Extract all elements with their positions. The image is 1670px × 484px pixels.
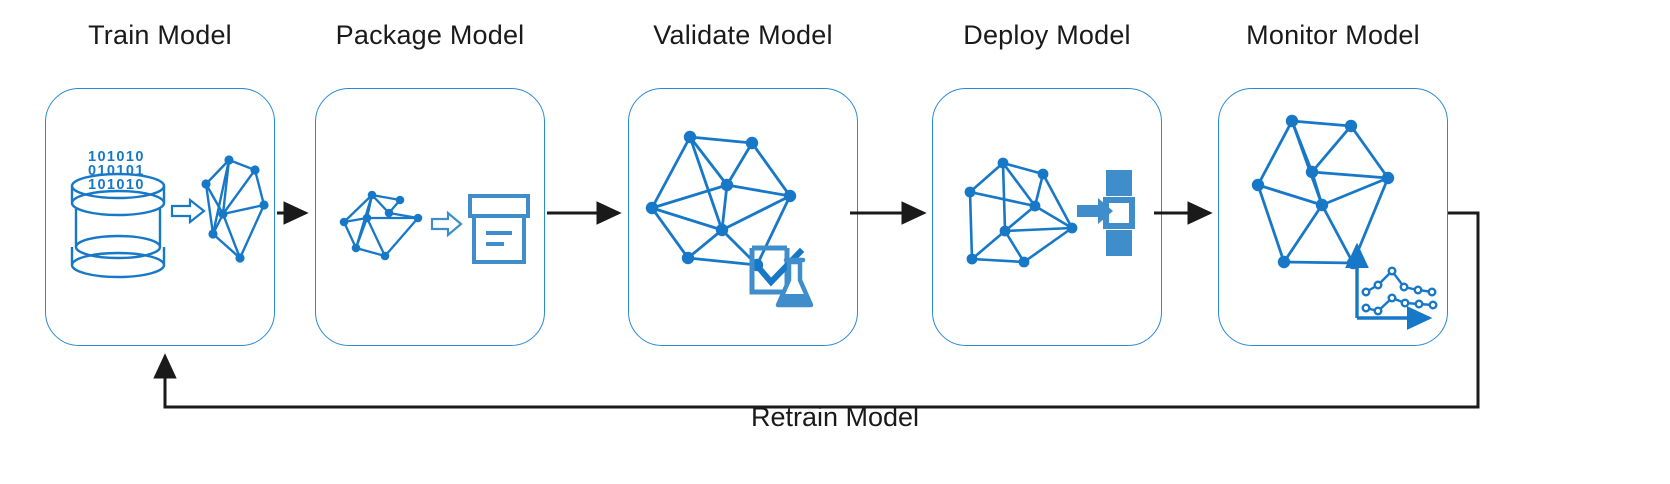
stage-title-train-model: Train Model	[88, 20, 232, 50]
stage-card-monitor-model[interactable]	[1218, 88, 1448, 346]
stage-title-monitor-model: Monitor Model	[1246, 20, 1420, 50]
stage-card-train-model[interactable]	[45, 88, 275, 346]
stage-card-validate-model[interactable]	[628, 88, 858, 346]
stage-title-validate-model: Validate Model	[653, 20, 833, 50]
retrain-loop-label: Retrain Model	[750, 402, 920, 432]
stage-title-package-model: Package Model	[335, 20, 525, 50]
stage-card-package-model[interactable]	[315, 88, 545, 346]
stage-card-deploy-model[interactable]	[932, 88, 1162, 346]
stage-title-deploy-model: Deploy Model	[963, 20, 1131, 50]
